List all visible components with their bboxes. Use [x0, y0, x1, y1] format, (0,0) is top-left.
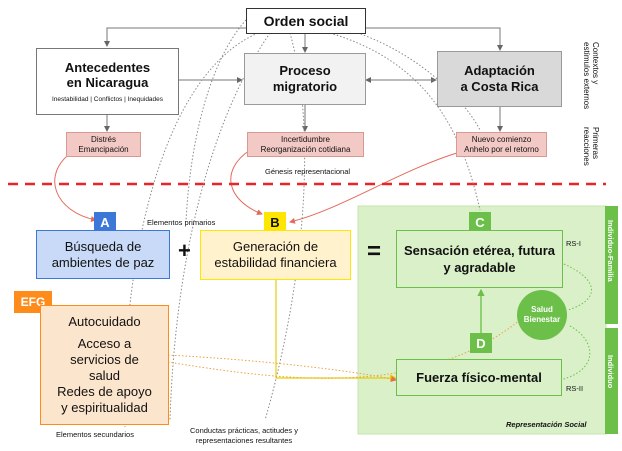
representacion-social-label: Representación Social: [506, 420, 587, 429]
efg-item-4: salud: [88, 368, 121, 383]
arrow-b-d: [275, 280, 398, 382]
box-d-label: Fuerza físico-mental: [416, 370, 542, 385]
conductas-line1: Conductas prácticas, actitudes y: [190, 426, 298, 435]
arrow-orden-antecedentes: [104, 27, 246, 47]
elementos-primarios-label: Elementos primarios: [147, 218, 216, 227]
antecedentes-title-2: en Nicaragua: [66, 75, 149, 90]
efg-item-3: servicios de: [70, 352, 139, 367]
conductas-label: Conductas prácticas, actitudes y represe…: [190, 426, 298, 446]
box-c: Sensación etérea, futura y agradable: [396, 230, 563, 288]
rs2-label: RS-II: [566, 384, 584, 393]
reaccion-box-3: Nuevo comienzo Anhelo por el retorno: [456, 132, 547, 157]
equals-sign: =: [367, 238, 382, 265]
tab-individuo-familia-label: Individuo-Familia: [606, 220, 615, 282]
box-a: Búsqueda de ambientes de paz: [36, 230, 170, 279]
antecedentes-subtitle: Inestabilidad | Conflictos | Inequidades: [51, 96, 164, 103]
adaptacion-title-1: Adaptación: [464, 63, 535, 78]
tab-individuo-label: Individuo: [606, 355, 615, 389]
box-c-line2: y agradable: [443, 260, 516, 275]
arrow-orden-adaptacion: [348, 27, 503, 51]
arrow-reac3-b: [289, 151, 461, 224]
reaccion-box-2: Incertidumbre Reorganización cotidiana: [247, 132, 364, 157]
proceso-title-2: migratorio: [272, 79, 338, 94]
adaptacion-box: Adaptación a Costa Rica: [437, 51, 562, 107]
efg-item-2: Acceso a: [77, 336, 132, 351]
reaccion-3-line1: Nuevo comienzo: [471, 134, 532, 144]
salud-bienestar-circle: Salud Bienestar: [517, 290, 567, 340]
antecedentes-box: Antecedentes en Nicaragua Inestabilidad …: [36, 48, 179, 115]
box-a-line2: ambientes de paz: [51, 254, 155, 270]
box-b-line1: Generación de: [232, 239, 319, 254]
adaptacion-title-2: a Costa Rica: [460, 79, 539, 94]
efg-box: Autocuidado Acceso a servicios de salud …: [40, 305, 169, 425]
badge-a: A: [94, 212, 116, 232]
badge-d: D: [470, 333, 492, 353]
efg-item-1: Autocuidado: [68, 314, 141, 329]
efg-item-6: y espiritualidad: [61, 400, 148, 415]
box-b: Generación de estabilidad financiera: [200, 230, 351, 280]
box-a-line1: Búsqueda de: [64, 238, 142, 254]
reaccion-2-line2: Reorganización cotidiana: [260, 144, 351, 154]
reaccion-box-1: Distrés Emancipación: [66, 132, 141, 157]
plus-sign: +: [178, 238, 191, 263]
rs1-label: RS-I: [566, 239, 581, 248]
salud-line2: Bienestar: [523, 315, 561, 324]
genesis-label: Génesis representacional: [265, 167, 351, 176]
antecedentes-title-1: Antecedentes: [64, 60, 151, 75]
badge-c: C: [469, 212, 491, 233]
reaccion-1-line2: Emancipación: [78, 144, 129, 154]
tab-individuo-familia: [605, 206, 618, 324]
box-b-line2: estabilidad financiera: [214, 255, 337, 270]
proceso-box: Proceso migratorio: [244, 53, 366, 105]
reaccion-1-line1: Distrés: [91, 134, 116, 144]
orden-social-label: Orden social: [263, 13, 349, 29]
badge-b: B: [264, 212, 286, 232]
proceso-title-1: Proceso: [279, 63, 331, 78]
arrow-reac1-a: [54, 151, 97, 222]
elementos-secundarios-label: Elementos secundarios: [56, 430, 134, 439]
salud-line1: Salud: [531, 305, 553, 314]
efg-item-5: Redes de apoyo: [57, 384, 152, 399]
reaccion-2-line1: Incertidumbre: [281, 134, 330, 144]
conductas-line2: representaciones resultantes: [195, 436, 293, 445]
reaccion-3-line2: Anhelo por el retorno: [464, 144, 539, 154]
box-d: Fuerza físico-mental: [396, 359, 562, 396]
tab-individuo: [605, 328, 618, 434]
box-c-line1: Sensación etérea, futura: [404, 243, 555, 258]
orden-social-box: Orden social: [246, 8, 366, 34]
arrow-reac2-b: [230, 149, 263, 215]
